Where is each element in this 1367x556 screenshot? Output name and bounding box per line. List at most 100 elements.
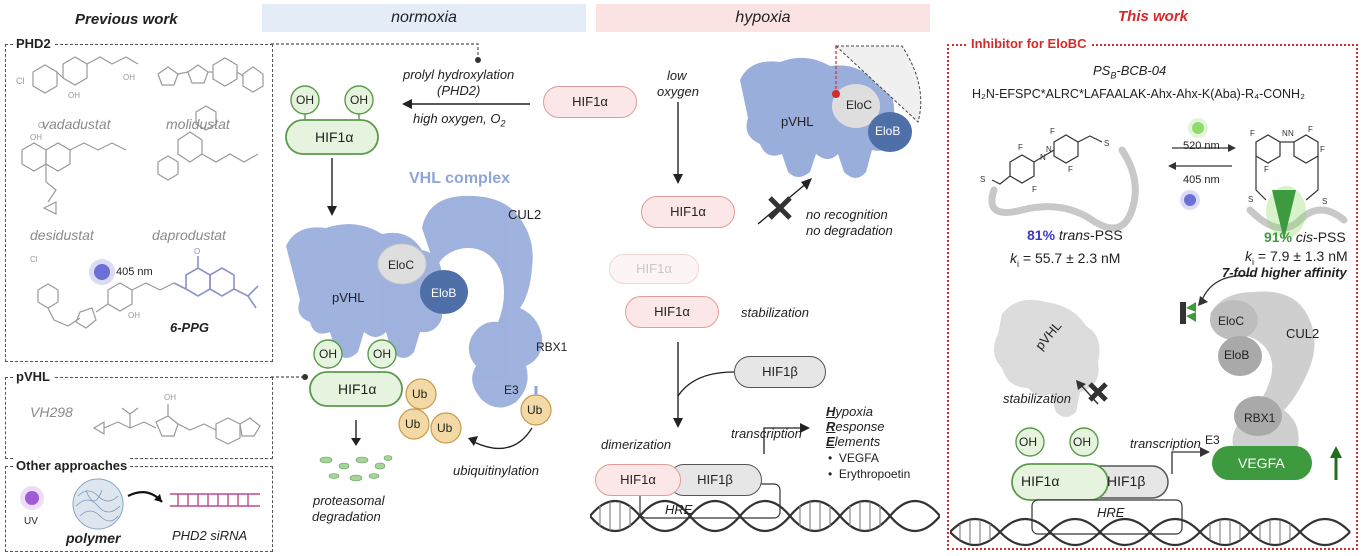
this-work-frame: [947, 44, 1358, 550]
hre-h: H: [826, 404, 836, 419]
svg-text:N: N: [1046, 145, 1052, 154]
hypoxia-hif1a-stable: HIF1α: [625, 296, 719, 328]
thiswork-hre-label: HRE: [1097, 505, 1125, 520]
svg-text:N: N: [1282, 129, 1288, 138]
this-work-header: This work: [1118, 8, 1189, 25]
proteasomal-label-1: proteasomal: [313, 493, 385, 508]
gene-vegfa-text: VEGFA: [838, 451, 879, 465]
thiswork-oh-1: OH: [1019, 435, 1037, 449]
normoxia-ub-1: Ub: [412, 387, 428, 401]
hypoxia-eloc-label: EloC: [846, 98, 873, 112]
dimerization-label: dimerization: [601, 437, 672, 452]
no-degradation-label: no degradation: [806, 223, 893, 238]
hre-line-elements: Elements: [826, 434, 880, 449]
other-approaches-box: [5, 466, 273, 552]
svg-text:S: S: [1104, 139, 1109, 148]
pvhl-box: [5, 377, 273, 459]
cis-pct: 91%: [1264, 229, 1293, 245]
previous-work-header: Previous work: [75, 11, 178, 28]
normoxia-ub-3: Ub: [437, 421, 453, 435]
hypoxia-stabilization-label: stabilization: [741, 305, 809, 320]
thiswork-e3-label: E3: [1205, 433, 1220, 447]
normoxia-hif1a-top: HIF1α: [315, 129, 354, 145]
svg-text:F: F: [1050, 127, 1055, 136]
svg-text:S: S: [980, 175, 985, 184]
thiswork-cul2-label: CUL2: [1286, 326, 1320, 341]
phd2-structures: Cl O OH OH OH Cl O OH: [16, 56, 264, 329]
polymer-label: polymer: [66, 530, 121, 546]
proteasomal-label-2: degradation: [312, 509, 381, 524]
normoxia-oh-1: OH: [296, 93, 314, 107]
ki-trans-label: ki = 55.7 ± 2.3 nM: [1010, 250, 1120, 269]
drug-label-desidustat: desidustat: [30, 227, 94, 243]
compound-name: PSB-BCB-04: [1093, 63, 1166, 81]
thiswork-hif1a-label: HIF1α: [1021, 473, 1060, 489]
normoxia-ub-2: Ub: [405, 417, 421, 431]
normoxia-header: normoxia: [262, 4, 586, 32]
normoxia-eloc-label: EloC: [388, 258, 415, 272]
hypoxia-header: hypoxia: [596, 4, 930, 32]
svg-text:F: F: [1018, 143, 1023, 152]
nm520-label: 520 nm: [1183, 140, 1220, 152]
normoxia-cul2-label: CUL2: [508, 207, 542, 222]
compound-rest: -BCB-04: [1116, 63, 1167, 78]
compound-ps: PS: [1093, 63, 1111, 78]
ki-trans-i: i: [1017, 258, 1019, 269]
uv-label: UV: [24, 516, 38, 527]
low-oxygen-label-2: oxygen: [657, 84, 699, 99]
prolyl-label-1: prolyl hydroxylation: [403, 67, 515, 82]
svg-text:Cl: Cl: [16, 76, 25, 86]
normoxia-e3-label: E3: [504, 383, 519, 397]
svg-text:OH: OH: [123, 73, 135, 82]
thiswork-stabilization-label: stabilization: [1003, 391, 1071, 406]
cis-suffix: -PSS: [1313, 229, 1346, 245]
gene-item-vegfa: • VEGFA: [828, 451, 879, 465]
inhibitor-label: Inhibitor for EloBC: [966, 36, 1092, 51]
trans-pss-label: 81% trans-PSS: [1027, 227, 1123, 243]
vhl-complex-label: VHL complex: [409, 170, 511, 187]
hre-r: R: [826, 419, 836, 434]
svg-text:O: O: [194, 247, 200, 256]
wavelength-405-label: 405 nm: [116, 266, 153, 278]
ppg-label: 6-PPG: [170, 320, 210, 335]
vegfa-label: VEGFA: [1238, 455, 1285, 471]
hypoxia-hif1b-dimer: HIF1β: [668, 464, 762, 496]
ki-cis-k: k: [1245, 248, 1252, 264]
normoxia-elob-label: EloB: [431, 286, 457, 300]
normoxia-hif1a-bottom: HIF1α: [338, 381, 377, 397]
sirna-label: PHD2 siRNA: [172, 528, 248, 543]
hypoxia-art: [590, 45, 940, 532]
svg-text:F: F: [1250, 129, 1255, 138]
trans-word: trans: [1058, 227, 1091, 243]
ki-cis-label: ki = 7.9 ± 1.3 nM: [1245, 248, 1348, 267]
svg-text:OH: OH: [128, 311, 140, 320]
normoxia-oh-4: OH: [373, 347, 391, 361]
svg-text:F: F: [1068, 165, 1073, 174]
thiswork-elob-label: EloB: [1224, 348, 1250, 362]
thiswork-hif1b-label: HIF1β: [1107, 473, 1146, 489]
hre-ypoxia: ypoxia: [835, 404, 873, 419]
drug-label-molidustat: molidustat: [166, 116, 230, 132]
hypoxia-hif1a-top: HIF1α: [543, 86, 637, 118]
no-recognition-label: no recognition: [806, 207, 888, 222]
other-approaches-label: Other approaches: [13, 458, 131, 473]
prolyl-label-2: (PHD2): [437, 83, 481, 98]
thiswork-oh-2: OH: [1073, 435, 1091, 449]
hypoxia-hif1a-middle: HIF1α: [641, 196, 735, 228]
vh298-label: VH298: [30, 404, 73, 420]
svg-text:OH: OH: [68, 91, 80, 100]
nm405-label: 405 nm: [1183, 174, 1220, 186]
normoxia-oh-2: OH: [350, 93, 368, 107]
svg-text:F: F: [1320, 145, 1325, 154]
svg-text:N: N: [1288, 129, 1294, 138]
hypoxia-elob-label: EloB: [875, 124, 901, 138]
hre-esponse: esponse: [835, 419, 885, 434]
other-approaches-art: [20, 478, 260, 530]
svg-text:O: O: [38, 121, 44, 130]
svg-text:N: N: [1040, 153, 1046, 162]
drug-label-vadadustat: vadadustat: [42, 116, 111, 132]
hypoxia-hre-label: HRE: [665, 502, 693, 517]
hypoxia-hif1b-free: HIF1β: [734, 356, 826, 388]
ki-cis-value: = 7.9 ± 1.3 nM: [1257, 248, 1348, 264]
